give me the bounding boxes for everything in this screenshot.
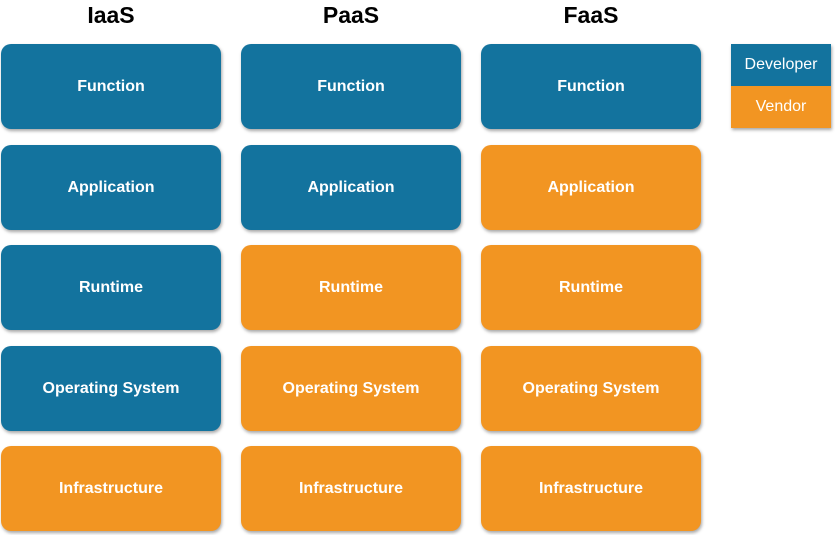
- layer-label: Infrastructure: [58, 479, 164, 497]
- layer-infrastructure: Infrastructure: [1, 446, 221, 531]
- layer-infrastructure: Infrastructure: [241, 446, 461, 531]
- column-title: PaaS: [322, 2, 380, 28]
- legend-item-vendor: Vendor: [731, 86, 831, 128]
- legend-label: Vendor: [755, 98, 807, 115]
- layer-label: Operating System: [522, 379, 660, 397]
- layer-runtime: Runtime: [1, 245, 221, 330]
- column-iaas: IaaS Function Application Runtime Operat…: [1, 0, 221, 531]
- layer-application: Application: [241, 145, 461, 230]
- layer-label: Runtime: [79, 278, 143, 296]
- column-paas: PaaS Function Application Runtime Operat…: [241, 0, 461, 531]
- layer-function: Function: [241, 44, 461, 129]
- layer-infrastructure: Infrastructure: [481, 446, 701, 531]
- layer-label: Application: [307, 178, 395, 196]
- layer-runtime: Runtime: [241, 245, 461, 330]
- layer-label: Function: [77, 77, 145, 95]
- layer-label: Infrastructure: [538, 479, 644, 497]
- layer-label: Runtime: [559, 278, 623, 296]
- layer-label: Operating System: [282, 379, 420, 397]
- layer-operating-system: Operating System: [241, 346, 461, 431]
- layer-label: Function: [557, 77, 625, 95]
- layer-label: Application: [67, 178, 155, 196]
- column-title: IaaS: [87, 2, 135, 28]
- layer-operating-system: Operating System: [1, 346, 221, 431]
- legend-label: Developer: [744, 56, 818, 73]
- legend-item-developer: Developer: [731, 44, 831, 86]
- layer-application: Application: [481, 145, 701, 230]
- layer-label: Operating System: [42, 379, 180, 397]
- layer-function: Function: [1, 44, 221, 129]
- layer-application: Application: [1, 145, 221, 230]
- layer-operating-system: Operating System: [481, 346, 701, 431]
- layer-label: Function: [317, 77, 385, 95]
- layer-runtime: Runtime: [481, 245, 701, 330]
- legend: Developer Vendor: [731, 44, 831, 128]
- column-title: FaaS: [563, 2, 619, 28]
- layer-label: Infrastructure: [298, 479, 404, 497]
- layer-label: Application: [547, 178, 635, 196]
- layer-function: Function: [481, 44, 701, 129]
- column-faas: FaaS Function Application Runtime Operat…: [481, 0, 701, 531]
- layer-label: Runtime: [319, 278, 383, 296]
